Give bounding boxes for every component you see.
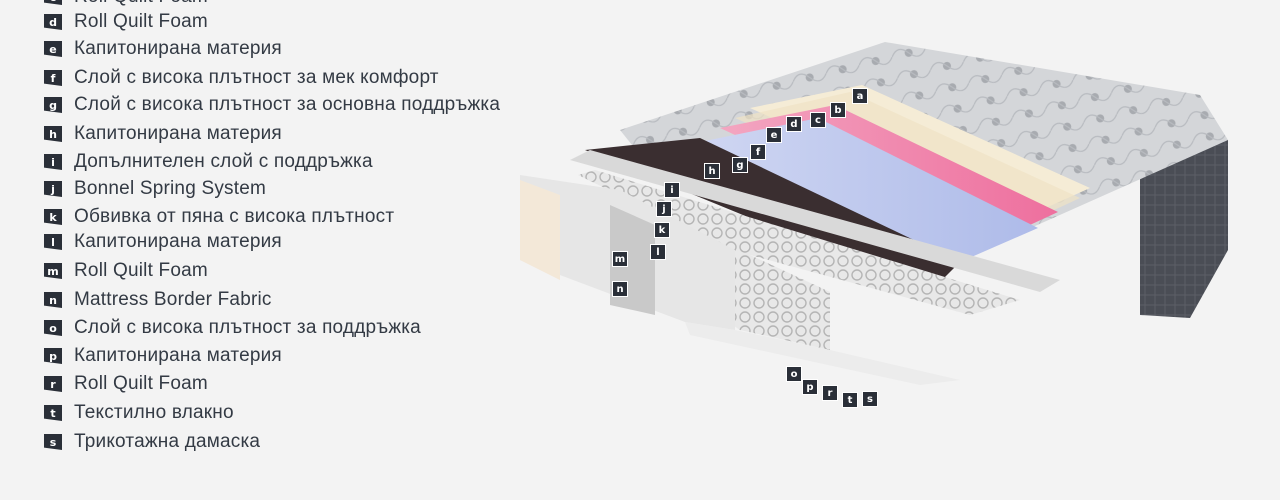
legend-label: Bonnel Spring System <box>74 178 266 199</box>
legend-item: c Roll Quilt Foam <box>44 0 208 10</box>
letter-tag: r <box>44 376 62 392</box>
legend-label: Капитонирана материя <box>74 38 282 59</box>
legend-item: f Слой с висока плътност за мек комфорт <box>44 65 439 91</box>
letter-tag: c <box>44 0 62 5</box>
marker-tag: r <box>822 385 838 401</box>
legend-label: Капитонирана материя <box>74 345 282 366</box>
legend-item: j Bonnel Spring System <box>44 176 266 202</box>
legend-label: Roll Quilt Foam <box>74 260 208 281</box>
legend-label: Слой с висока плътност за мек комфорт <box>74 67 439 88</box>
legend-label: Трикотажна дамаска <box>74 431 261 452</box>
letter-tag: t <box>44 405 62 421</box>
letter-tag: j <box>44 181 62 197</box>
legend-label: Обвивка от пяна с висока плътност <box>74 206 395 227</box>
legend-label: Roll Quilt Foam <box>74 0 208 8</box>
legend-item: g Слой с висока плътност за основна подд… <box>44 92 500 118</box>
mattress-svg <box>520 42 1228 385</box>
marker-tag: d <box>786 116 802 132</box>
bottom-slab <box>685 322 960 385</box>
legend-label: Капитонирана материя <box>74 231 282 252</box>
marker-tag: m <box>612 251 628 267</box>
legend-item: s Трикотажна дамаска <box>44 429 260 455</box>
legend-label: Roll Quilt Foam <box>74 373 208 394</box>
legend-label: Roll Quilt Foam <box>74 11 208 32</box>
spring-top <box>578 170 1020 315</box>
letter-tag: e <box>44 41 62 57</box>
marker-tag: l <box>650 244 666 260</box>
letter-tag: m <box>44 263 62 279</box>
beige-border <box>520 180 560 280</box>
letter-tag: o <box>44 320 62 336</box>
marker-tag: e <box>766 127 782 143</box>
letter-tag: s <box>44 434 62 450</box>
marker-tag: k <box>654 222 670 238</box>
legend-item: t Текстилно влакно <box>44 400 234 426</box>
legend-item: i Допълнителен слой с поддръжка <box>44 149 373 175</box>
marker-tag: c <box>810 112 826 128</box>
layer-legend: c Roll Quilt Foam d Roll Quilt Foam e Ка… <box>0 0 600 500</box>
legend-item: n Mattress Border Fabric <box>44 287 272 313</box>
mattress-cutaway: a b c d e f g h i j k l m n o p r t s <box>500 30 1260 430</box>
letter-tag: g <box>44 97 62 113</box>
legend-label: Mattress Border Fabric <box>74 289 272 310</box>
legend-item: r Roll Quilt Foam <box>44 371 208 397</box>
fabric-strip <box>570 150 1060 292</box>
blue-layer <box>700 118 1038 262</box>
letter-tag: i <box>44 154 62 170</box>
marker-tag: n <box>612 281 628 297</box>
marker-tag: t <box>842 392 858 408</box>
legend-item: d Roll Quilt Foam <box>44 9 208 35</box>
legend-item: e Капитонирана материя <box>44 36 282 62</box>
letter-tag: d <box>44 14 62 30</box>
legend-item: m Roll Quilt Foam <box>44 258 208 284</box>
legend-label: Капитонирана материя <box>74 123 282 144</box>
legend-label: Текстилно влакно <box>74 402 234 423</box>
marker-tag: f <box>750 144 766 160</box>
marker-tag: j <box>656 201 672 217</box>
legend-label: Допълнителен слой с поддръжка <box>74 151 373 172</box>
legend-item: p Капитонирана материя <box>44 343 282 369</box>
letter-tag: p <box>44 348 62 364</box>
marker-tag: h <box>704 163 720 179</box>
marker-tag: g <box>732 157 748 173</box>
legend-item: o Слой с висока плътност за поддръжка <box>44 315 421 341</box>
marker-tag: a <box>852 88 868 104</box>
letter-tag: f <box>44 70 62 86</box>
side-fabric <box>1140 138 1228 318</box>
marker-tag: o <box>786 366 802 382</box>
marker-tag: p <box>802 379 818 395</box>
legend-item: l Капитонирана материя <box>44 229 282 255</box>
marker-tag: b <box>830 102 846 118</box>
letter-tag: l <box>44 234 62 250</box>
marker-tag: s <box>862 391 878 407</box>
legend-item: h Капитонирана материя <box>44 121 282 147</box>
marker-tag: i <box>664 182 680 198</box>
letter-tag: n <box>44 292 62 308</box>
legend-label: Слой с висока плътност за основна поддръ… <box>74 94 501 115</box>
legend-item: k Обвивка от пяна с висока плътност <box>44 204 394 230</box>
letter-tag: k <box>44 209 62 225</box>
legend-label: Слой с висока плътност за поддръжка <box>74 317 421 338</box>
letter-tag: h <box>44 126 62 142</box>
